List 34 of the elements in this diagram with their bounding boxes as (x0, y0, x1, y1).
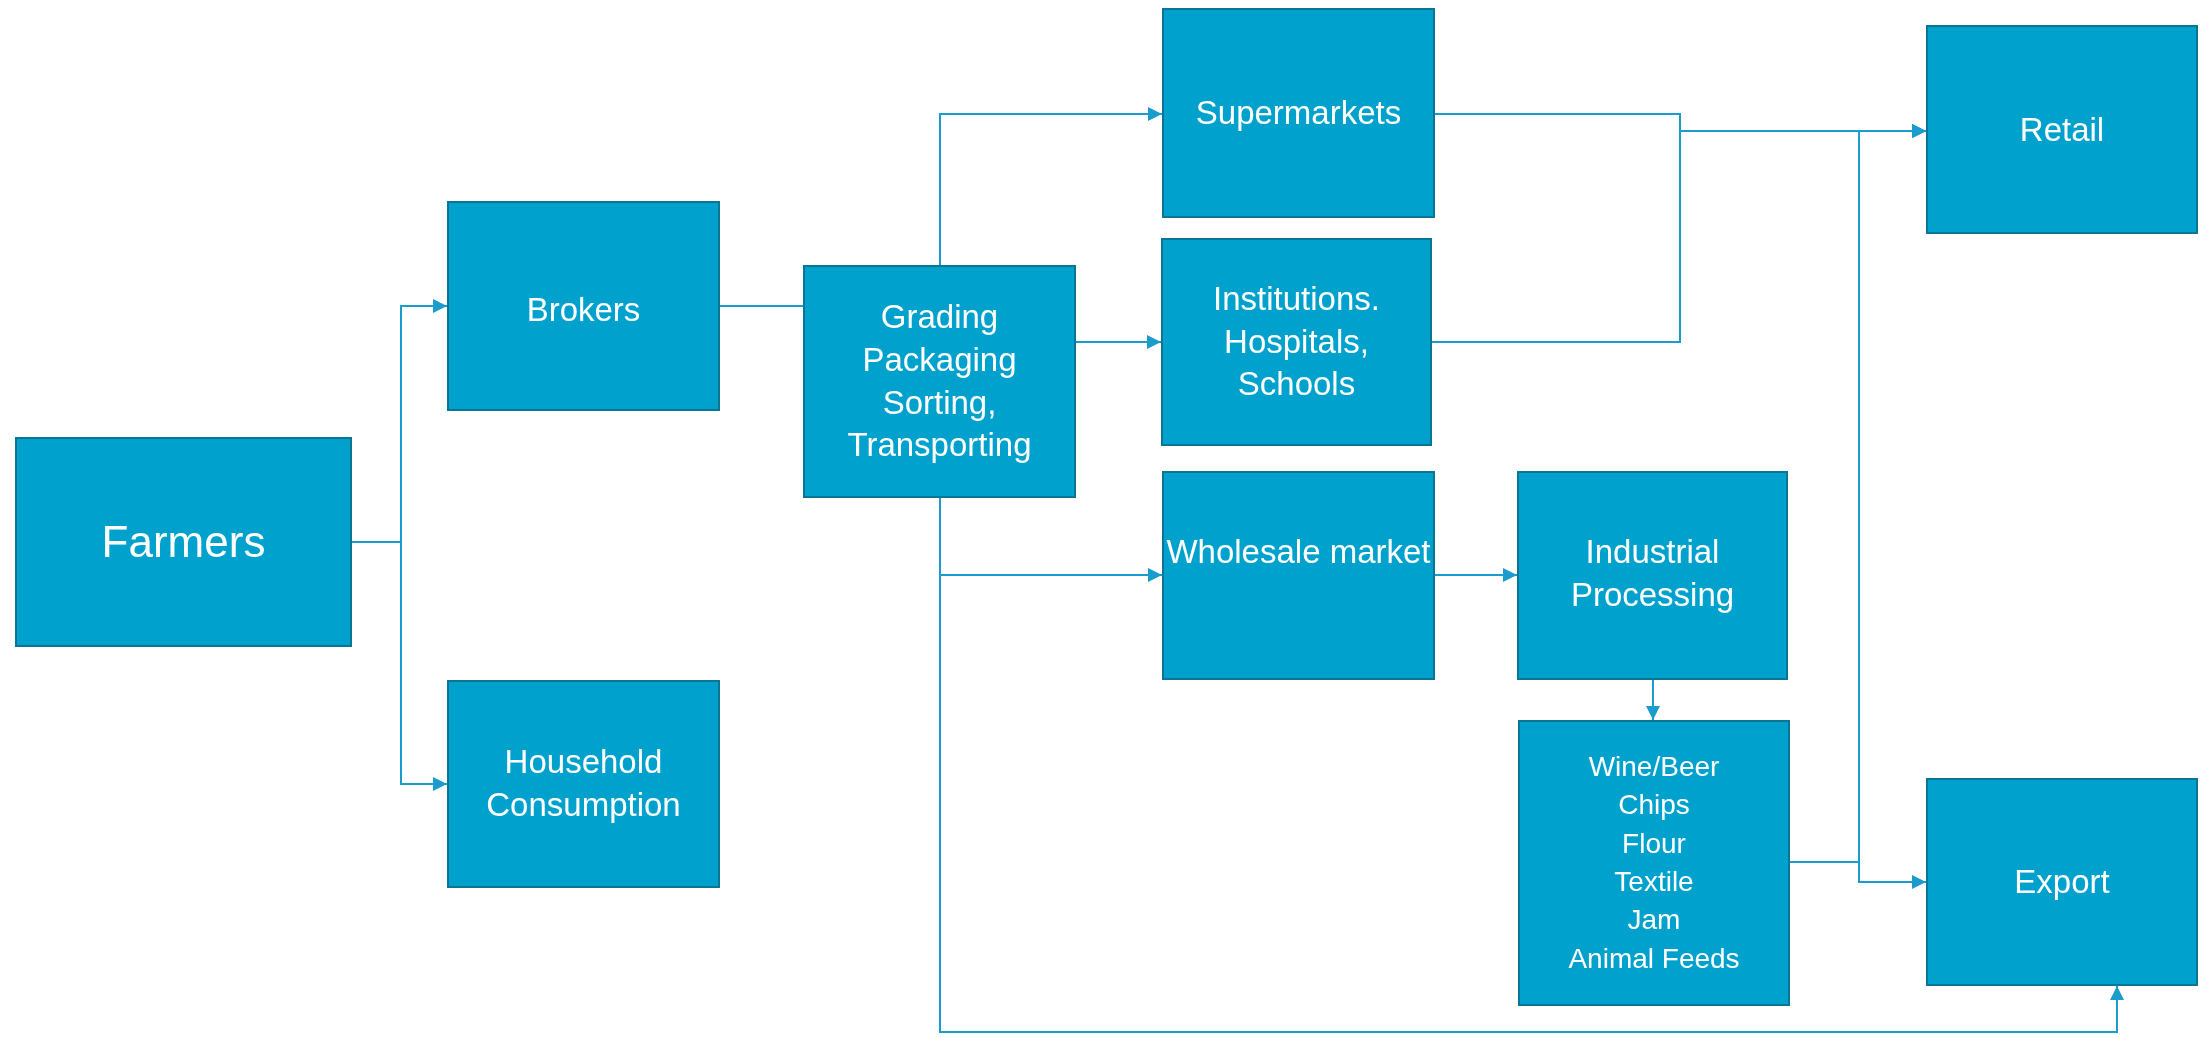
process-box (1518, 720, 1790, 1006)
process-box (1926, 25, 2198, 234)
arrow (939, 107, 1163, 266)
box-label: Industrial Processing (1569, 532, 1736, 615)
process-box (1926, 778, 2198, 986)
process-box (1162, 8, 1435, 218)
process-box (1161, 238, 1432, 446)
arrow (1646, 679, 1660, 721)
box-label: Jam (1627, 903, 1681, 938)
box-label: Export (2014, 861, 2110, 902)
box-label: Retail (2019, 110, 2105, 150)
box-label: Institutions. Hospitals, Schools (1212, 278, 1381, 405)
process-box (15, 437, 352, 647)
arrow (351, 541, 448, 791)
arrow (1789, 861, 1927, 889)
arrow (1075, 335, 1162, 349)
box-label: Brokers (526, 290, 641, 330)
box-label: Grading Packaging Sorting, Transporting (846, 296, 1033, 466)
process-box (1162, 471, 1435, 680)
box-label: Chips (1618, 788, 1690, 823)
process-box (1517, 471, 1788, 680)
process-box (447, 201, 720, 411)
box-label: Household Consumption (485, 742, 682, 825)
box-label: Textile (1614, 865, 1694, 899)
process-box (803, 265, 1076, 498)
box-label: Supermarkets (1195, 93, 1402, 133)
arrow (1434, 568, 1518, 582)
box-label: Farmers (101, 516, 266, 569)
box-label: Wholesale market (1166, 532, 1431, 572)
box-label: Animal Feeds (1568, 941, 1740, 976)
connector-line (719, 305, 804, 307)
process-box (447, 680, 720, 888)
box-label: Wine/Beer (1588, 749, 1720, 784)
box-label: Flour (1622, 826, 1686, 861)
